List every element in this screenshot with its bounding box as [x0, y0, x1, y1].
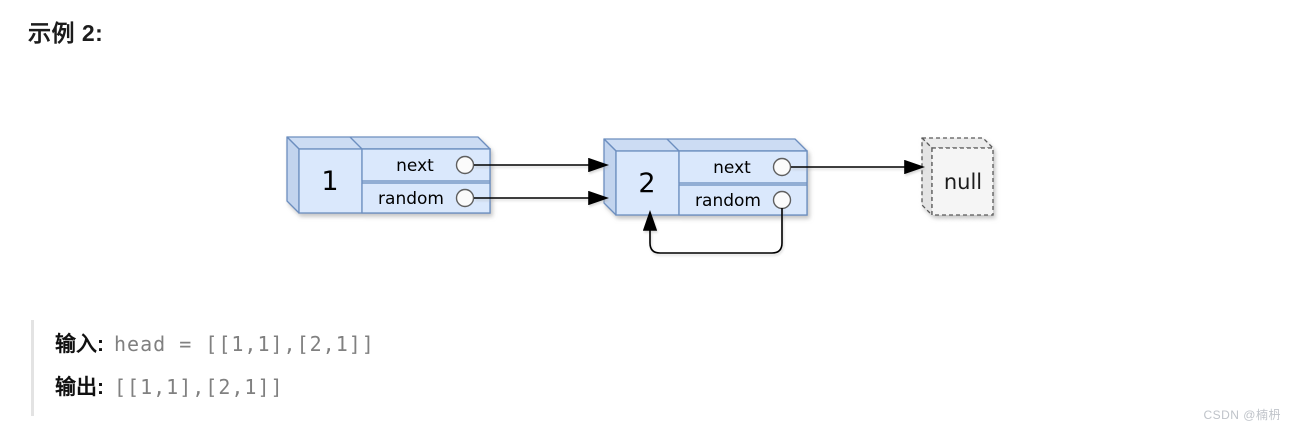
example-io-block: 输入: head = [[1,1],[2,1]] 输出: [[1,1],[2,1]] — [31, 320, 375, 416]
node-2-top-face — [603, 138, 808, 152]
node-1-value: 1 — [321, 166, 338, 197]
diagram-arrows — [474, 157, 925, 254]
node-1-side-face — [286, 136, 300, 214]
output-value: [[1,1],[2,1]] — [114, 375, 284, 399]
output-label: 输出: — [55, 376, 104, 399]
input-label: 输入: — [55, 333, 104, 356]
node-1-random-pointer-circle — [455, 188, 475, 208]
node-2-next-pointer-circle — [772, 157, 792, 177]
linked-list-diagram: 1 next random 2 next random null — [286, 136, 994, 254]
null-node: null — [921, 137, 994, 216]
node-1-top-face — [286, 136, 491, 150]
input-line: 输入: head = [[1,1],[2,1]] — [55, 324, 375, 367]
node-2-random-pointer-circle — [772, 190, 792, 210]
null-label: null — [944, 170, 982, 194]
node-1-next-pointer-circle — [455, 155, 475, 175]
null-side-face — [921, 137, 933, 216]
list-node-1: 1 next random — [286, 136, 491, 214]
output-line: 输出: [[1,1],[2,1]] — [55, 367, 375, 410]
node-1-next-label: next — [396, 156, 434, 176]
list-node-2: 2 next random — [603, 138, 808, 216]
node-2-side-face — [603, 138, 617, 216]
null-front-face — [931, 147, 994, 216]
node-1-random-label: random — [378, 189, 444, 209]
node-2-value: 2 — [638, 168, 655, 199]
input-value: head = [[1,1],[2,1]] — [114, 332, 375, 356]
node-2-top-divider — [666, 138, 680, 152]
page-title: 示例 2: — [28, 20, 104, 46]
arrow-node2-random-self-loop — [642, 208, 783, 254]
node-2-next-label: next — [713, 158, 751, 178]
node-2-random-label: random — [695, 191, 761, 211]
csdn-watermark: CSDN @楠枬 — [1203, 408, 1281, 422]
node-1-top-divider — [349, 136, 363, 150]
null-top-face — [921, 137, 994, 149]
